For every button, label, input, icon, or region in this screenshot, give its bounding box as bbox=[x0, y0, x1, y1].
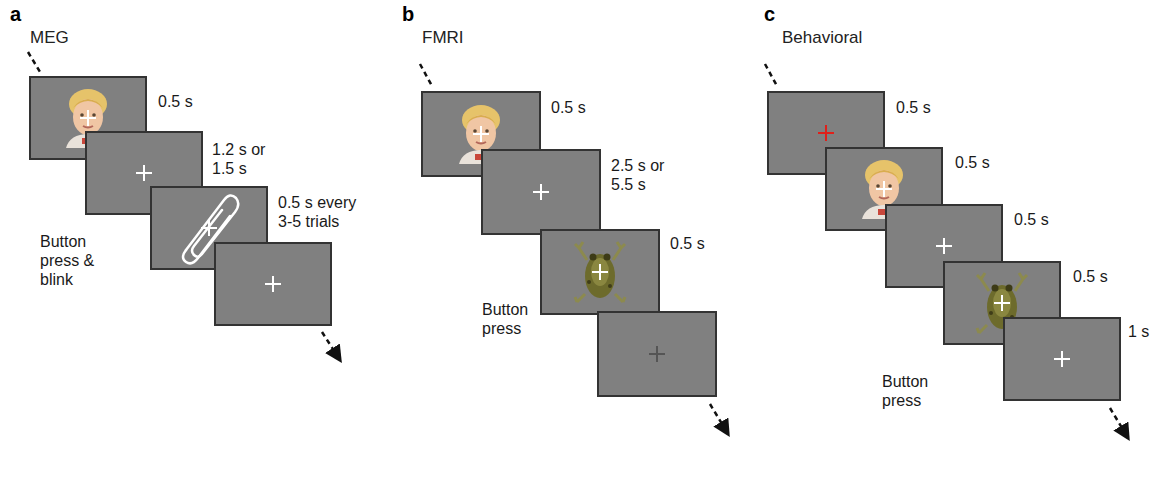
response-note: Button press & blink bbox=[40, 232, 108, 290]
panel-letter: c bbox=[764, 2, 775, 26]
duration-label: 0.5 s bbox=[1014, 210, 1049, 229]
duration-label: 0.5 s bbox=[158, 92, 193, 111]
duration-label: 0.5 s bbox=[670, 234, 705, 253]
response-note: Button press bbox=[482, 300, 540, 338]
panel-letter: b bbox=[402, 2, 414, 26]
panel-title: FMRI bbox=[422, 28, 464, 48]
duration-label: 0.5 s bbox=[896, 98, 931, 117]
response-note: Button press bbox=[882, 372, 940, 410]
panel-title: Behavioral bbox=[782, 28, 862, 48]
panel-letter: a bbox=[10, 2, 21, 26]
duration-label: 0.5 s bbox=[1073, 267, 1108, 286]
duration-label: 0.5 s bbox=[551, 98, 586, 117]
duration-label: 0.5 s every 3-5 trials bbox=[278, 193, 370, 231]
panel-title: MEG bbox=[30, 28, 69, 48]
duration-label: 1 s bbox=[1128, 322, 1149, 341]
duration-label: 1.2 s or 1.5 s bbox=[212, 140, 282, 178]
duration-label: 0.5 s bbox=[955, 153, 990, 172]
behavioral-sequence bbox=[765, 64, 1128, 438]
duration-label: 2.5 s or 5.5 s bbox=[611, 156, 681, 194]
fmri-sequence bbox=[420, 64, 728, 434]
